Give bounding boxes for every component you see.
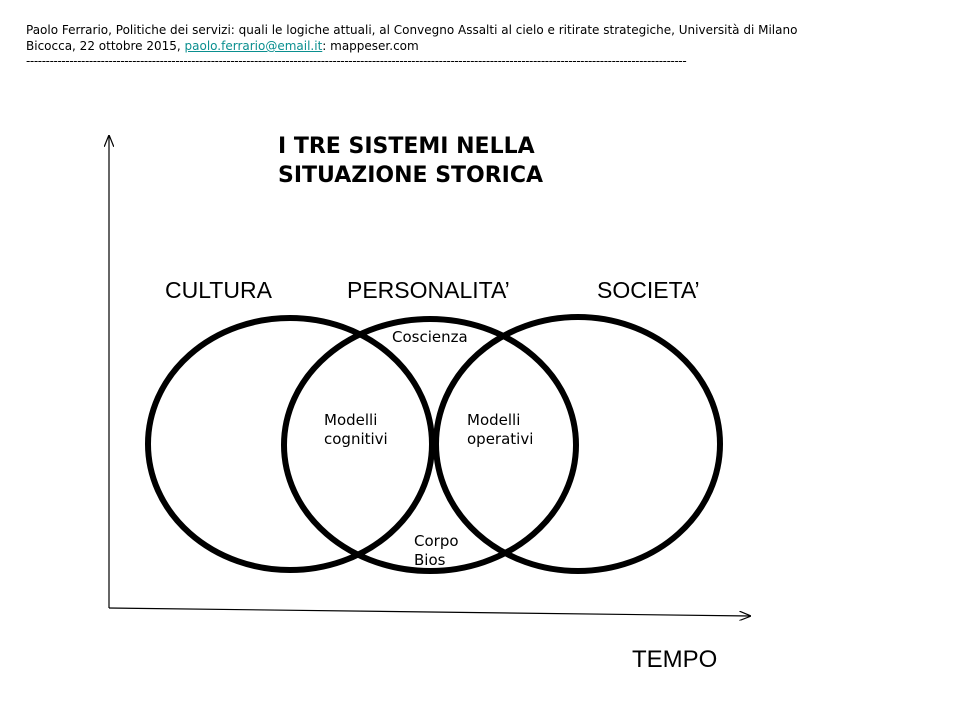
email-link[interactable]: paolo.ferrario@email.it [184, 39, 323, 53]
region-text: Modelli [467, 411, 521, 429]
citation-line-2: Bicocca, 22 ottobre 2015, paolo.ferrario… [26, 38, 419, 54]
title-line-2: SITUAZIONE STORICA [278, 163, 544, 188]
region-text: Bios [414, 551, 446, 569]
dashed-divider: ----------------------------------------… [26, 54, 687, 68]
label-societa: SOCIETA’ [597, 277, 700, 303]
cultura-circle [145, 315, 435, 573]
label-cultura: CULTURA [165, 277, 272, 303]
region-modelli-cognitivi: Modelli cognitivi [324, 411, 388, 449]
region-corpo-bios: Corpo Bios [414, 532, 459, 570]
x-axis [108, 607, 750, 616]
region-text: operativi [467, 430, 534, 448]
personalita-circle [281, 316, 579, 574]
region-coscienza: Coscienza [392, 328, 468, 346]
x-axis-label: TEMPO [632, 646, 718, 673]
citation-text: Bicocca, 22 ottobre 2015, [26, 39, 185, 53]
diagram-title: I TRE SISTEMI NELLA SITUAZIONE STORICA [278, 132, 543, 190]
title-line-1: I TRE SISTEMI NELLA [278, 134, 535, 159]
region-modelli-operativi: Modelli operativi [467, 411, 533, 449]
region-text: cognitivi [324, 430, 388, 448]
citation-website: : mappeser.com [322, 39, 419, 53]
region-text: Modelli [324, 411, 378, 429]
label-personalita: PERSONALITA’ [347, 277, 510, 303]
societa-circle [433, 314, 723, 574]
region-text: Corpo [414, 532, 459, 550]
citation-line-1: Paolo Ferrario, Politiche dei servizi: q… [26, 23, 798, 37]
